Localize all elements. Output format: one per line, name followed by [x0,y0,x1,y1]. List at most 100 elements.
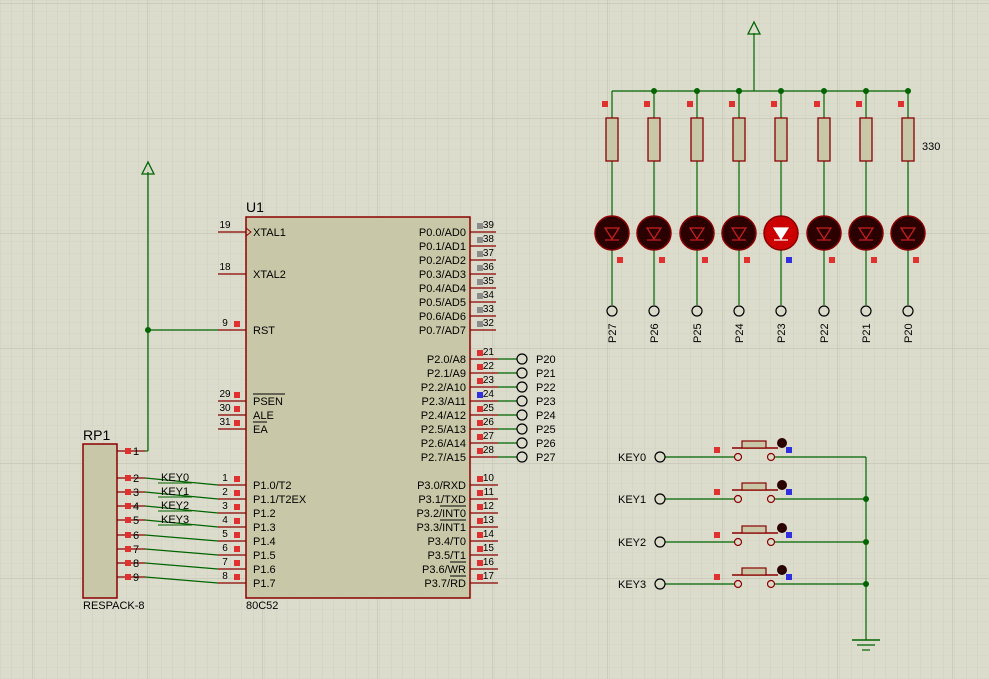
u1-body[interactable] [245,216,471,599]
u1-pin-number: 12 [483,501,495,512]
rp1-pin-number: 2 [133,473,139,485]
pin-state-marker [477,279,483,285]
u1-ref: U1 [246,199,264,215]
rp1-body[interactable] [82,443,118,599]
u1-pin-name: PSEN [253,396,283,408]
push-button-icon[interactable] [741,525,767,534]
pin-state-marker [659,257,665,263]
pin-state-marker [125,560,131,566]
button-handle-icon [777,438,787,448]
diode-symbol-icon [857,227,875,241]
pin-state-marker [913,257,919,263]
u1-pin-number: 15 [483,543,495,554]
push-button-icon[interactable] [741,567,767,576]
terminal-icon [654,578,666,590]
pin-state-marker [477,504,483,510]
pin-state-marker [744,257,750,263]
u1-pin-name: P2.3/A11 [422,396,466,408]
pin-state-marker [234,420,240,426]
switch-contact [733,537,743,547]
power-terminal-icon [746,20,762,35]
pin-state-marker [234,392,240,398]
u1-pin-name: P0.3/AD3 [419,269,466,281]
pin-state-marker [234,574,240,580]
pin-state-marker [477,560,483,566]
u1-pin-number: 11 [484,487,495,498]
u1-pin-name: RST [253,325,275,337]
diode-symbol-icon [645,227,663,241]
switch-contact [766,494,776,504]
wire-p1 [144,576,219,584]
u1-pin-number: 32 [483,318,495,329]
u1-pin-name: P1.3 [253,522,276,534]
resistor-icon [859,117,873,162]
net-label: KEY2 [161,500,189,512]
pin-state-marker [477,518,483,524]
u1-pin-name: P2.2/A10 [421,382,466,394]
terminal-icon [902,305,914,317]
terminal-label: P27 [536,452,556,464]
u1-pin-number: 39 [483,220,495,231]
terminal-icon [775,305,787,317]
pin-state-marker [856,101,862,107]
junction-dot [145,327,151,333]
rp1-pin-number: 4 [133,501,139,513]
pin-state-marker [814,101,820,107]
pin-state-marker [234,518,240,524]
pin-state-marker [125,517,131,523]
push-button-icon[interactable] [741,482,767,491]
terminal-label: KEY2 [618,537,646,549]
diode-symbol-icon [899,227,917,241]
switch-contact [733,579,743,589]
u1-pin-number: 14 [483,529,495,540]
u1-pin-number: 26 [483,417,495,428]
led-off-icon [679,215,715,251]
u1-component[interactable]: U180C5219XTAL118XTAL29RST29PSEN30ALE31EA… [218,199,498,612]
diode-symbol-icon [688,227,706,241]
pin-state-marker [234,532,240,538]
terminal-label: P24 [536,410,556,422]
pin-state-marker [234,476,240,482]
wire-p1 [144,491,219,500]
pin-state-marker [477,378,483,384]
pin-state-marker [125,532,131,538]
pin-state-marker [477,237,483,243]
terminal-label: P23 [536,396,556,408]
resistor-icon [732,117,746,162]
pin-state-marker [617,257,623,263]
u1-pin-name: P2.1/A9 [427,368,466,380]
u1-pin-name: P3.6/WR [422,564,466,576]
push-button-icon[interactable] [741,440,767,449]
u1-pin-name: P2.7/A15 [421,452,466,464]
pin-state-marker [125,475,131,481]
terminal-icon [516,381,528,393]
power-ground-symbols [140,20,880,651]
u1-pin-number: 22 [483,361,495,372]
u1-pin-name: EA [253,424,268,436]
u1-pin-number: 13 [483,515,495,526]
pin-state-marker [477,476,483,482]
terminal-icon [516,395,528,407]
pin-state-marker [477,307,483,313]
pin-state-marker [786,489,792,495]
rp1-pin-number: 9 [133,572,139,584]
terminal-label: KEY0 [618,452,646,464]
u1-pin-name: P0.5/AD5 [419,297,466,309]
resistor-icon [690,117,704,162]
u1-pin-number: 6 [222,543,228,554]
wire-p1 [144,548,219,556]
terminal-label: P20 [536,354,556,366]
u1-pin-name: P0.1/AD1 [419,241,466,253]
resistor-value-label: 330 [922,141,940,153]
power-terminal-icon [140,160,156,175]
u1-pin-name: P1.0/T2 [253,480,292,492]
u1-pin-name: P0.0/AD0 [419,227,466,239]
terminal-icon [516,437,528,449]
net-label: KEY3 [161,514,189,526]
terminal-icon [606,305,618,317]
